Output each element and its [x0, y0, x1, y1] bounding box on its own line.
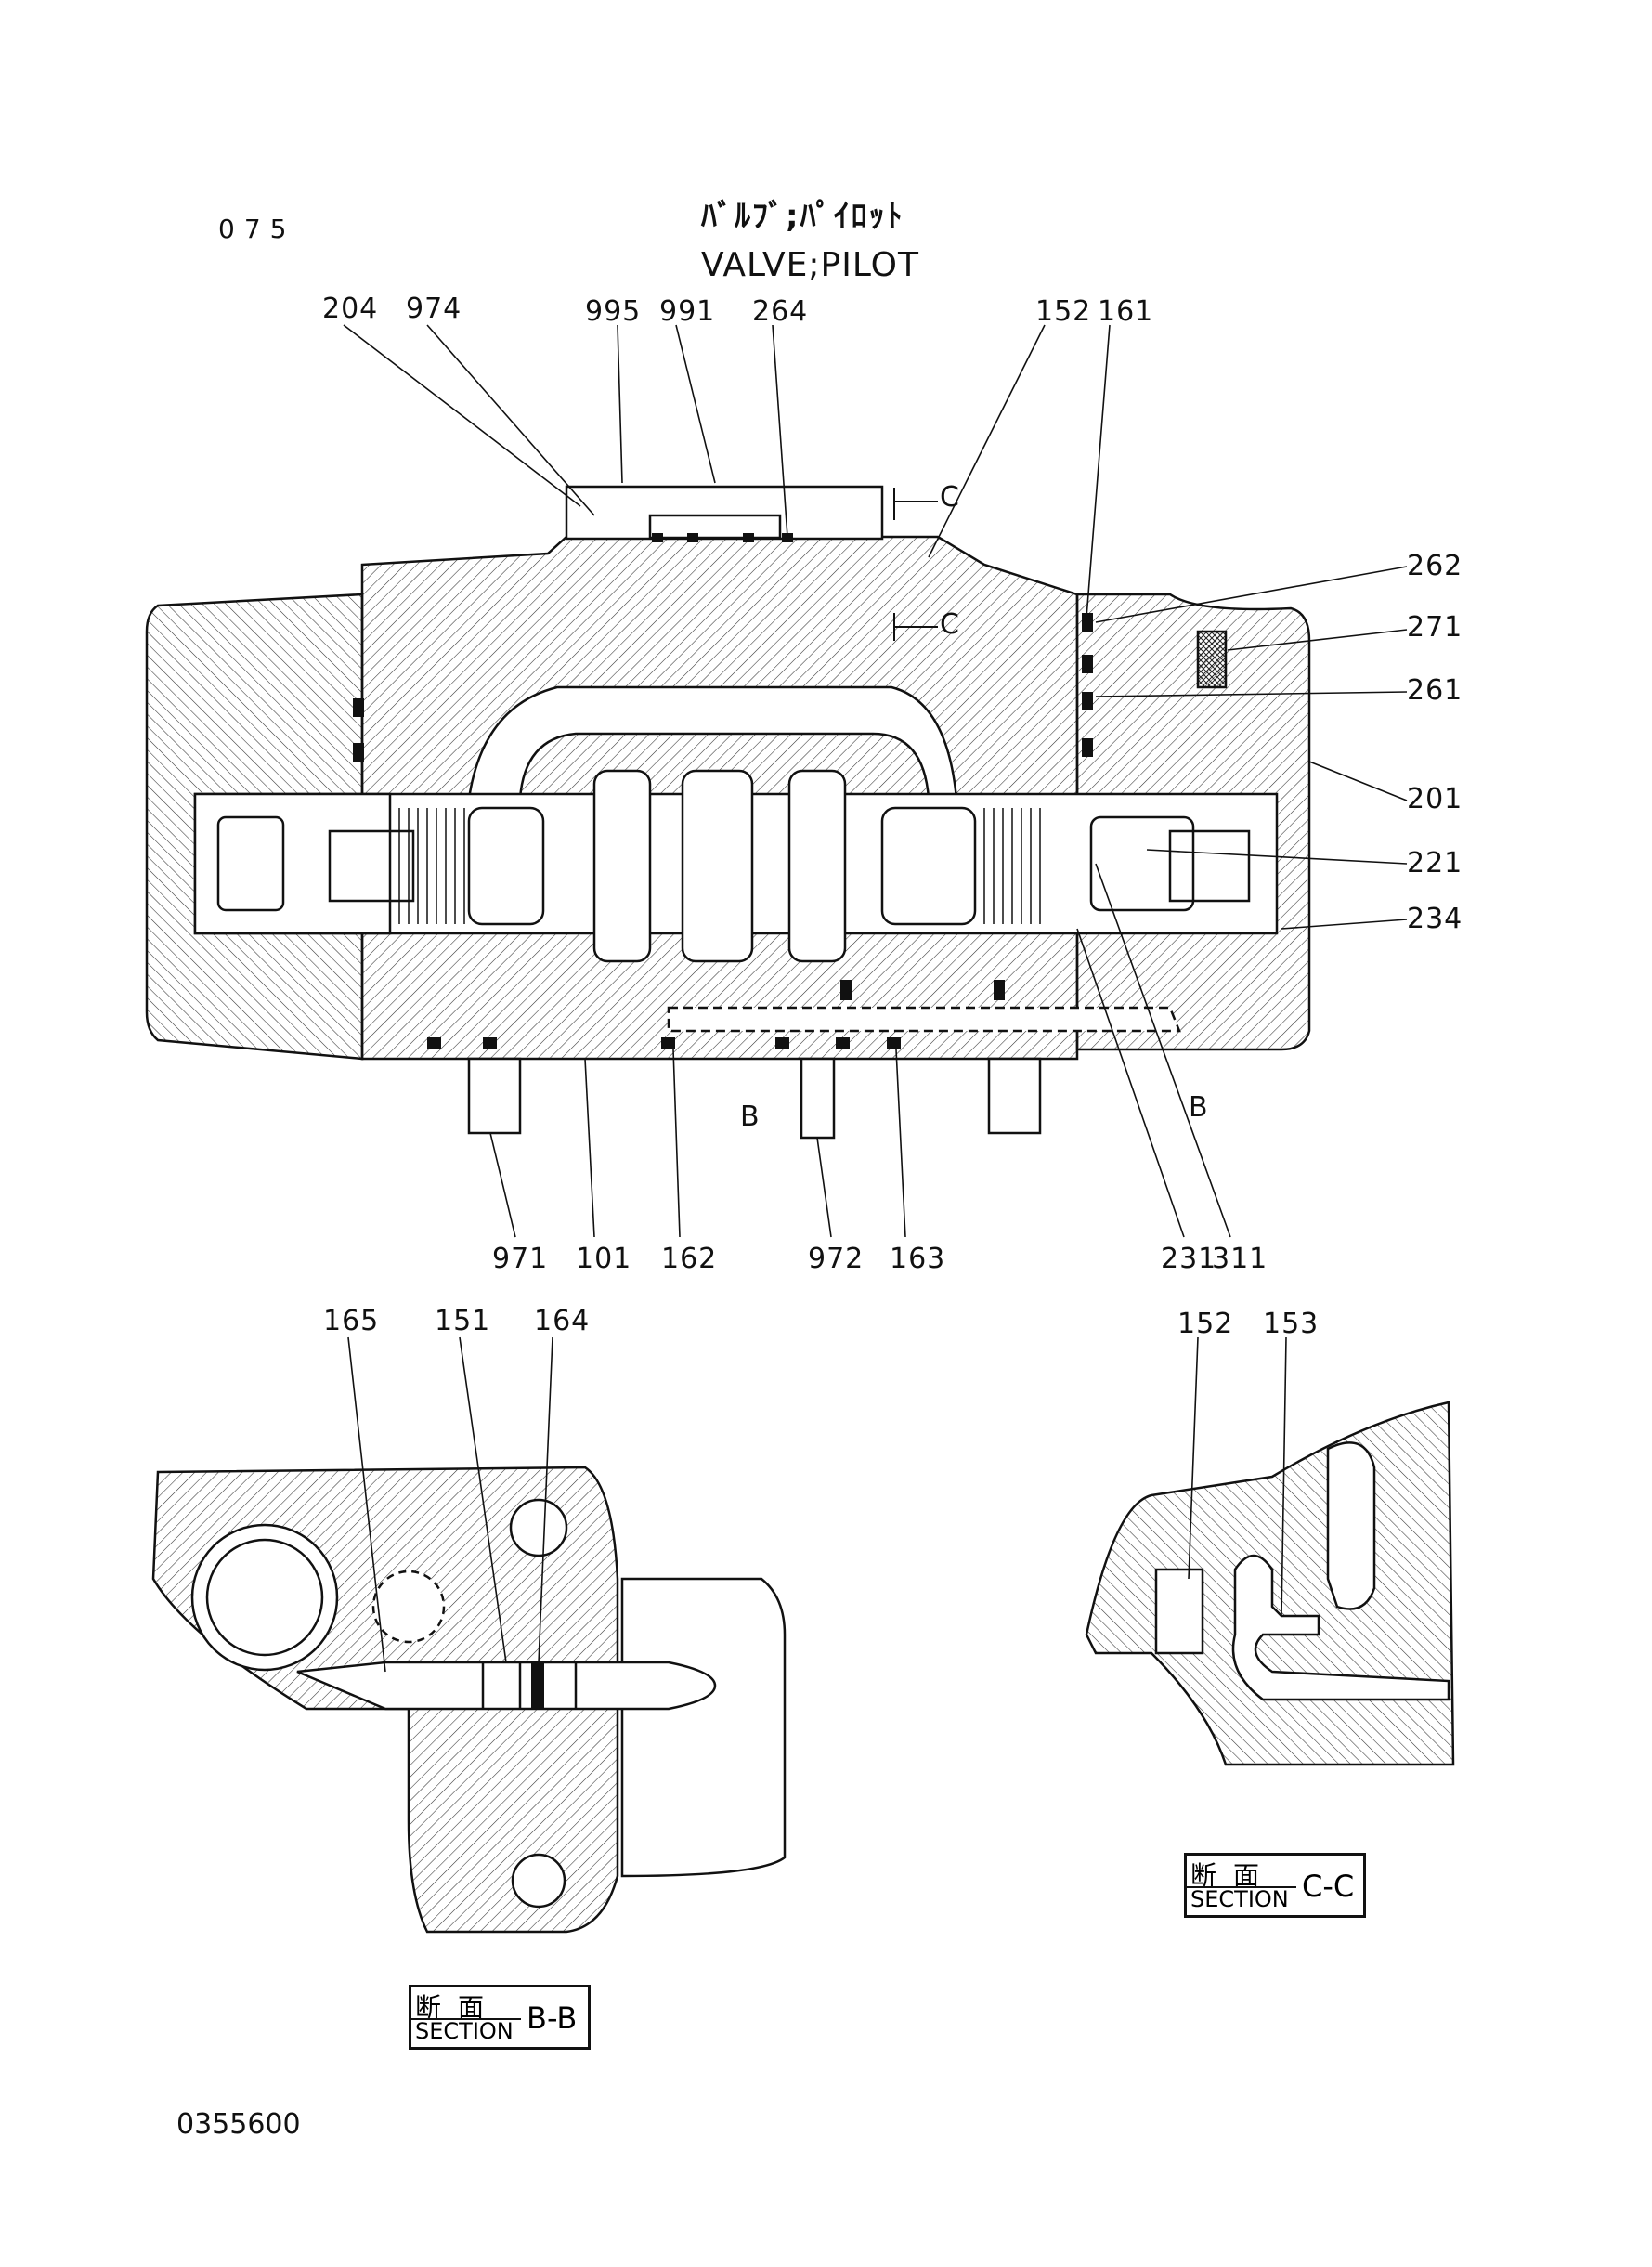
callout-165: 165	[323, 1305, 380, 1337]
section-cc-word: SECTION	[1190, 1886, 1289, 1912]
section-marker-c-bottom: C	[940, 608, 959, 641]
callout-162: 162	[661, 1243, 718, 1275]
callout-264: 264	[752, 295, 809, 328]
section-marker-c-top: C	[940, 481, 959, 514]
main-assembly-view	[145, 324, 1408, 1238]
section-bb-view	[151, 1336, 787, 1934]
callout-261: 261	[1407, 674, 1463, 707]
section-marker-b-right: B	[1189, 1091, 1208, 1124]
spool-lands	[467, 769, 977, 963]
section-cc-view	[1085, 1336, 1455, 1766]
title-english: VALVE;PILOT	[701, 246, 919, 284]
right-spring	[983, 808, 1041, 924]
callout-152-cc: 152	[1177, 1308, 1234, 1340]
sheet-number: 075	[218, 214, 296, 244]
left-spring	[398, 808, 465, 924]
callout-152: 152	[1035, 295, 1092, 328]
callout-995: 995	[585, 295, 642, 328]
callout-164: 164	[534, 1305, 591, 1337]
callout-163: 163	[890, 1243, 946, 1275]
callout-231: 231	[1161, 1243, 1217, 1275]
section-bb-label: 断面 SECTION B-B	[409, 1985, 591, 2050]
callout-161: 161	[1098, 295, 1154, 328]
section-cc-label: 断面 SECTION C-C	[1184, 1853, 1366, 1918]
callout-101: 101	[576, 1243, 632, 1275]
drawing-number: 0355600	[176, 2108, 301, 2141]
section-bb-id: B-B	[527, 2000, 578, 2036]
o-rings	[353, 533, 1093, 1049]
callout-151: 151	[435, 1305, 491, 1337]
section-bb-kanji: 断面	[415, 1992, 501, 2023]
callout-972: 972	[808, 1243, 865, 1275]
section-cc-id: C-C	[1302, 1869, 1355, 1904]
left-plunger	[193, 792, 392, 935]
callout-153: 153	[1263, 1308, 1320, 1340]
callout-271: 271	[1407, 611, 1463, 644]
callout-221: 221	[1407, 847, 1463, 879]
callout-991: 991	[659, 295, 716, 328]
callout-262: 262	[1407, 550, 1463, 582]
callout-311: 311	[1212, 1243, 1268, 1275]
callout-974: 974	[406, 293, 462, 325]
callout-201: 201	[1407, 783, 1463, 815]
section-cc-kanji: 断面	[1190, 1860, 1277, 1891]
section-bb-word: SECTION	[415, 2018, 514, 2044]
inner-cavity	[467, 685, 958, 801]
callout-234: 234	[1407, 903, 1463, 935]
callout-204: 204	[322, 293, 379, 325]
leader-lines	[343, 324, 1408, 1238]
title-japanese: ﾊﾞﾙﾌﾞ;ﾊﾟｲﾛｯﾄ	[701, 198, 904, 235]
section-marker-b-left: B	[740, 1101, 760, 1133]
callout-971: 971	[492, 1243, 549, 1275]
